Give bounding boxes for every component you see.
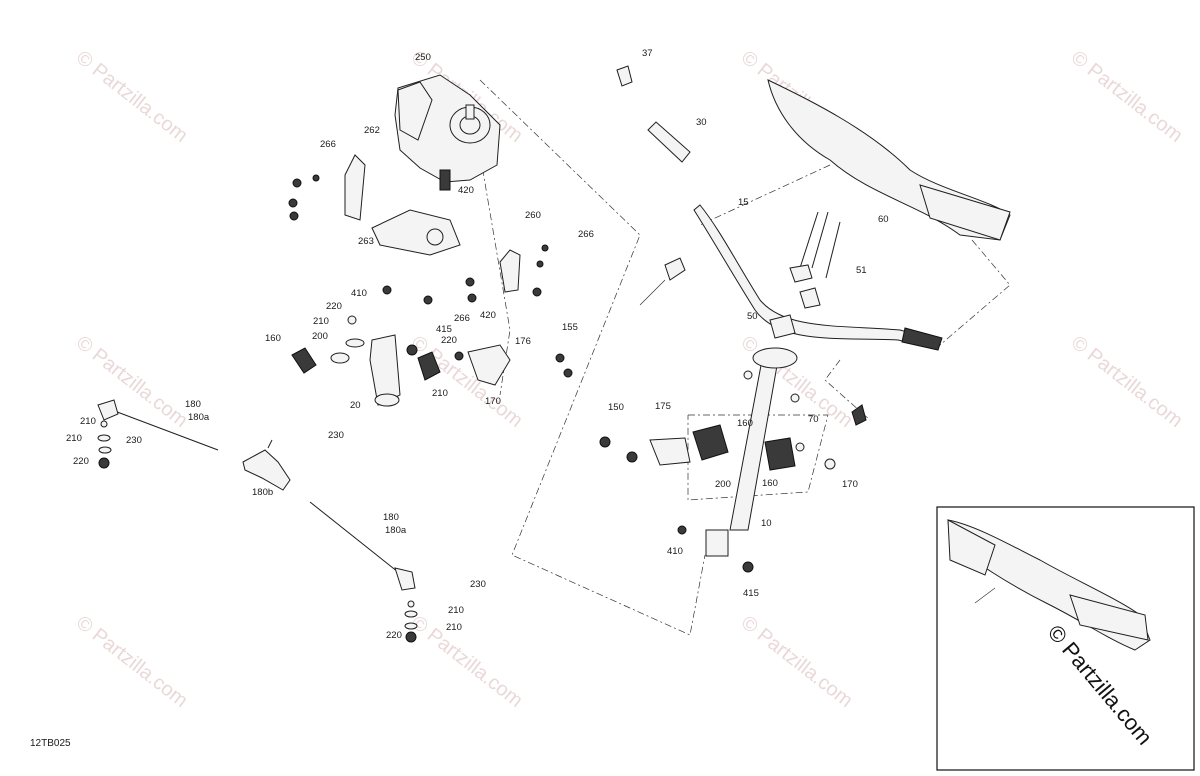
callout-c220b: 220 [441,335,457,346]
callout-c176: 176 [515,336,531,347]
watermark-text: © Partzilla.com [72,612,192,712]
callout-c37: 37 [642,48,653,59]
callout-c250: 250 [415,52,431,63]
handlebar-assembly [599,65,1011,573]
callout-c420b: 420 [480,310,496,321]
callout-c200a: 200 [312,331,328,342]
callout-c220c: 220 [73,456,89,467]
fasteners-left [288,174,573,380]
callout-c175: 175 [655,401,671,412]
callout-c50: 50 [747,311,758,322]
callout-c200b: 200 [715,479,731,490]
watermark-text: © Partzilla.com [1067,332,1187,432]
callout-c51: 51 [856,265,867,276]
callout-c266a: 266 [320,139,336,150]
callout-c260: 260 [525,210,541,221]
tie-rods [97,399,418,643]
callout-c15: 15 [738,197,749,208]
callout-c10: 10 [761,518,772,529]
callout-c160b: 160 [737,418,753,429]
power-steering-unit [344,74,521,407]
callout-c210a: 210 [313,316,329,327]
callout-c262: 262 [364,125,380,136]
callout-c210c: 210 [80,416,96,427]
callout-c210e: 210 [448,605,464,616]
callout-c263: 263 [358,236,374,247]
callout-c410b: 410 [667,546,683,557]
callout-c180a: 180 [185,399,201,410]
watermark-text: © Partzilla.com [737,612,857,712]
callout-c220d: 220 [386,630,402,641]
dashed-assembly-boundary [469,79,1011,636]
callout-c230b: 230 [328,430,344,441]
callout-c266c: 266 [454,313,470,324]
bushings-left [291,344,511,386]
callout-c266b: 266 [578,229,594,240]
callout-c180c: 180 [383,512,399,523]
callout-c30: 30 [696,117,707,128]
callout-c180aa: 180a [188,412,210,423]
callout-c415b: 415 [743,588,759,599]
callout-c170a: 170 [485,396,501,407]
callout-c170b: 170 [842,479,858,490]
callout-c420a: 420 [458,185,474,196]
callout-c415a: 415 [436,324,452,335]
callout-c160a: 160 [265,333,281,344]
callout-c155: 155 [562,322,578,333]
callout-c220a: 220 [326,301,342,312]
callout-c230a: 230 [126,435,142,446]
watermark-text: © Partzilla.com [72,47,192,147]
callout-labels: 250 262 266 420 263 260 266 266 420 410 220 210 200 1… [66,48,889,641]
callout-c180ca: 180a [385,525,407,536]
watermark-text: © Partzilla.com [1067,47,1187,147]
callout-c180b: 180b [252,487,273,498]
watermark-text: © Partzilla.com [407,332,527,432]
callout-c210b: 210 [432,388,448,399]
callout-c210d: 210 [66,433,82,444]
callout-c410a: 410 [351,288,367,299]
watermark-text: © Partzilla.com [407,612,527,712]
callout-c210f: 210 [446,622,462,633]
callout-c150: 150 [608,402,624,413]
callout-c20: 20 [350,400,361,411]
callout-c230c: 230 [470,579,486,590]
diagram-code: 12TB025 [30,738,71,749]
callout-c60: 60 [878,214,889,225]
callout-c160c: 160 [762,478,778,489]
callout-c70: 70 [808,414,819,425]
inset-view [936,506,1195,771]
